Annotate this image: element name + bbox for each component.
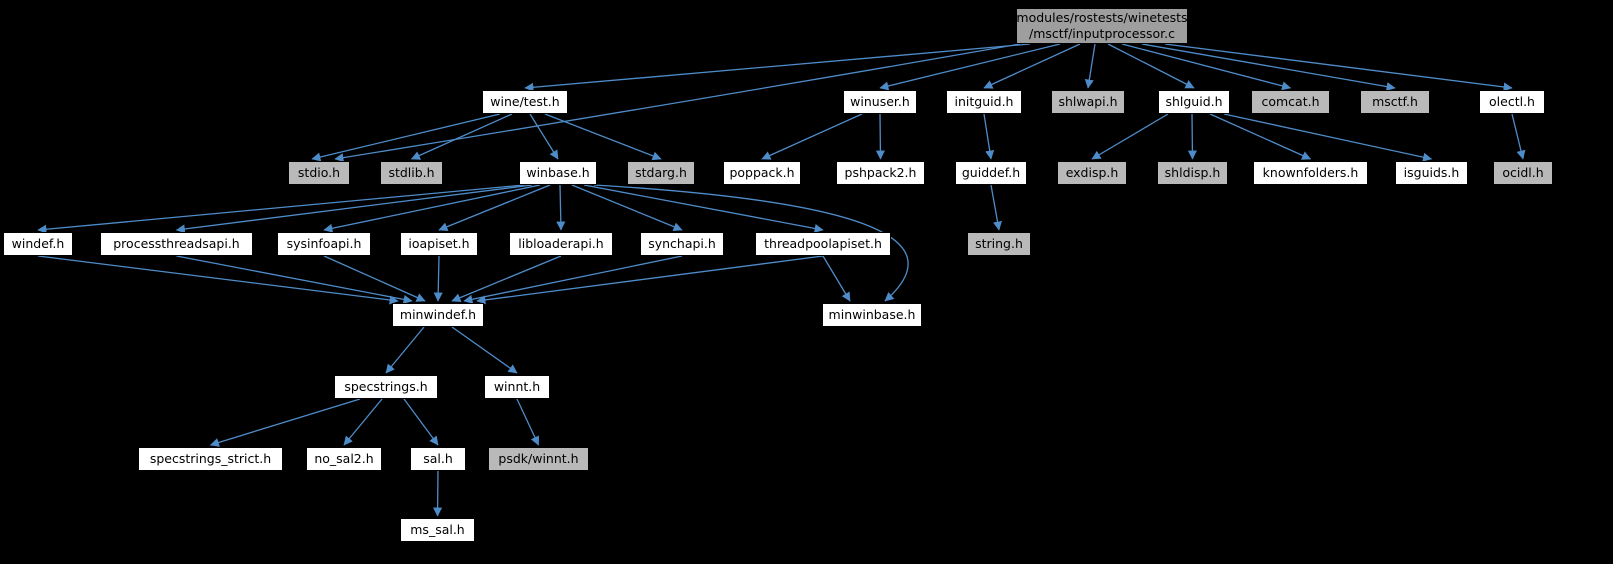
edge-winbase-to-sysinfoapi bbox=[323, 184, 541, 233]
node-shldisp: shldisp.h bbox=[1157, 161, 1228, 185]
node-no_sal2[interactable]: no_sal2.h bbox=[306, 447, 382, 471]
node-pshpack2[interactable]: pshpack2.h bbox=[836, 161, 925, 185]
node-ioapiset[interactable]: ioapiset.h bbox=[400, 232, 478, 256]
edge-inputprocessor-to-shlwapi bbox=[1084, 43, 1096, 89]
edge-winetest-to-stdlib bbox=[410, 113, 513, 160]
edge-inputprocessor-to-olectl bbox=[1164, 43, 1513, 92]
edge-guiddef-to-string bbox=[990, 184, 1003, 231]
node-comcat: comcat.h bbox=[1251, 90, 1330, 114]
edge-minwindef-to-specstrings bbox=[385, 326, 425, 374]
edge-inputprocessor-to-winuser bbox=[879, 43, 1061, 91]
edge-inputprocessor-to-msctf bbox=[1141, 43, 1396, 92]
edge-specstrings-to-sal bbox=[403, 398, 439, 446]
edge-winetest-to-winbase bbox=[529, 113, 559, 160]
node-stdio: stdio.h bbox=[288, 161, 350, 185]
edge-shlguid-to-isguids bbox=[1223, 113, 1433, 162]
node-specstrings_strict[interactable]: specstrings_strict.h bbox=[138, 447, 283, 471]
edge-winbase-to-processthreadsapi bbox=[175, 184, 533, 234]
edge-winbase-to-synchapi bbox=[571, 184, 683, 232]
edge-winuser-to-pshpack2 bbox=[875, 113, 885, 160]
edge-winbase-to-libloaderapi bbox=[556, 184, 566, 231]
node-psdk_winnt: psdk/winnt.h bbox=[488, 447, 589, 471]
node-winbase[interactable]: winbase.h bbox=[519, 161, 597, 185]
node-processthreadsapi[interactable]: processthreadsapi.h bbox=[100, 232, 253, 256]
edge-winuser-to-poppack bbox=[761, 113, 863, 160]
node-ms_sal[interactable]: ms_sal.h bbox=[400, 518, 475, 542]
node-exdisp: exdisp.h bbox=[1057, 161, 1127, 185]
edge-specstrings-to-specstrings_strict bbox=[209, 398, 361, 447]
edge-windef-to-minwindef bbox=[37, 255, 399, 305]
edge-initguid-to-guiddef bbox=[983, 113, 995, 160]
node-inputprocessor: modules/rostests/winetests /msctf/inputp… bbox=[1016, 8, 1188, 44]
edge-sysinfoapi-to-minwindef bbox=[323, 255, 426, 302]
edge-ioapiset-to-minwindef bbox=[433, 255, 443, 302]
node-synchapi[interactable]: synchapi.h bbox=[640, 232, 724, 256]
node-sysinfoapi[interactable]: sysinfoapi.h bbox=[277, 232, 371, 256]
edge-threadpoolapiset-to-minwindef bbox=[476, 255, 824, 305]
edge-threadpoolapiset-to-minwinbase bbox=[822, 255, 851, 302]
edge-synchapi-to-minwindef bbox=[463, 255, 683, 304]
edge-processthreadsapi-to-minwindef bbox=[176, 255, 413, 304]
node-winnt[interactable]: winnt.h bbox=[484, 375, 550, 399]
node-olectl[interactable]: olectl.h bbox=[1479, 90, 1545, 114]
node-minwindef[interactable]: minwindef.h bbox=[392, 303, 484, 327]
edge-shlguid-to-exdisp bbox=[1091, 113, 1169, 160]
edge-shlguid-to-shldisp bbox=[1187, 113, 1197, 160]
node-shlguid[interactable]: shlguid.h bbox=[1158, 90, 1230, 114]
node-guiddef[interactable]: guiddef.h bbox=[955, 161, 1027, 185]
edge-specstrings-to-no_sal2 bbox=[343, 398, 383, 446]
node-winetest[interactable]: wine/test.h bbox=[482, 90, 568, 114]
node-libloaderapi[interactable]: libloaderapi.h bbox=[509, 232, 613, 256]
edge-winetest-to-stdio bbox=[311, 113, 501, 162]
node-stdarg: stdarg.h bbox=[627, 161, 695, 185]
node-knownfolders[interactable]: knownfolders.h bbox=[1253, 161, 1368, 185]
node-stdlib: stdlib.h bbox=[380, 161, 443, 185]
edge-winnt-to-psdk_winnt bbox=[516, 398, 540, 446]
edge-inputprocessor-to-shlguid bbox=[1107, 43, 1195, 89]
node-windef[interactable]: windef.h bbox=[3, 232, 73, 256]
edge-olectl-to-ocidl bbox=[1511, 113, 1526, 160]
edge-winbase-to-threadpoolapiset bbox=[583, 184, 824, 233]
edge-sal-to-ms_sal bbox=[433, 470, 443, 517]
edge-inputprocessor-to-winetest bbox=[524, 43, 1031, 92]
edge-minwindef-to-winnt bbox=[451, 326, 518, 374]
node-poppack[interactable]: poppack.h bbox=[723, 161, 801, 185]
node-threadpoolapiset[interactable]: threadpoolapiset.h bbox=[755, 232, 891, 256]
edge-winbase-to-windef bbox=[37, 184, 525, 234]
node-ocidl: ocidl.h bbox=[1493, 161, 1553, 185]
node-specstrings[interactable]: specstrings.h bbox=[334, 375, 438, 399]
node-isguids[interactable]: isguids.h bbox=[1395, 161, 1468, 185]
node-winuser[interactable]: winuser.h bbox=[843, 90, 917, 114]
edge-shlguid-to-knownfolders bbox=[1209, 113, 1312, 160]
edge-winetest-to-stdarg bbox=[544, 113, 662, 161]
edge-winbase-to-ioapiset bbox=[438, 184, 551, 232]
node-string: string.h bbox=[967, 232, 1031, 256]
node-shlwapi: shlwapi.h bbox=[1051, 90, 1125, 114]
edge-inputprocessor-to-stdio bbox=[334, 43, 1021, 163]
edge-inputprocessor-to-comcat bbox=[1121, 43, 1292, 91]
node-initguid[interactable]: initguid.h bbox=[946, 90, 1022, 114]
edge-libloaderapi-to-minwindef bbox=[451, 255, 562, 302]
node-sal[interactable]: sal.h bbox=[410, 447, 466, 471]
node-msctf: msctf.h bbox=[1360, 90, 1430, 114]
node-minwinbase[interactable]: minwinbase.h bbox=[822, 303, 922, 327]
edge-inputprocessor-to-initguid bbox=[983, 43, 1081, 89]
edge-winbase-to-minwinbase bbox=[593, 184, 909, 302]
